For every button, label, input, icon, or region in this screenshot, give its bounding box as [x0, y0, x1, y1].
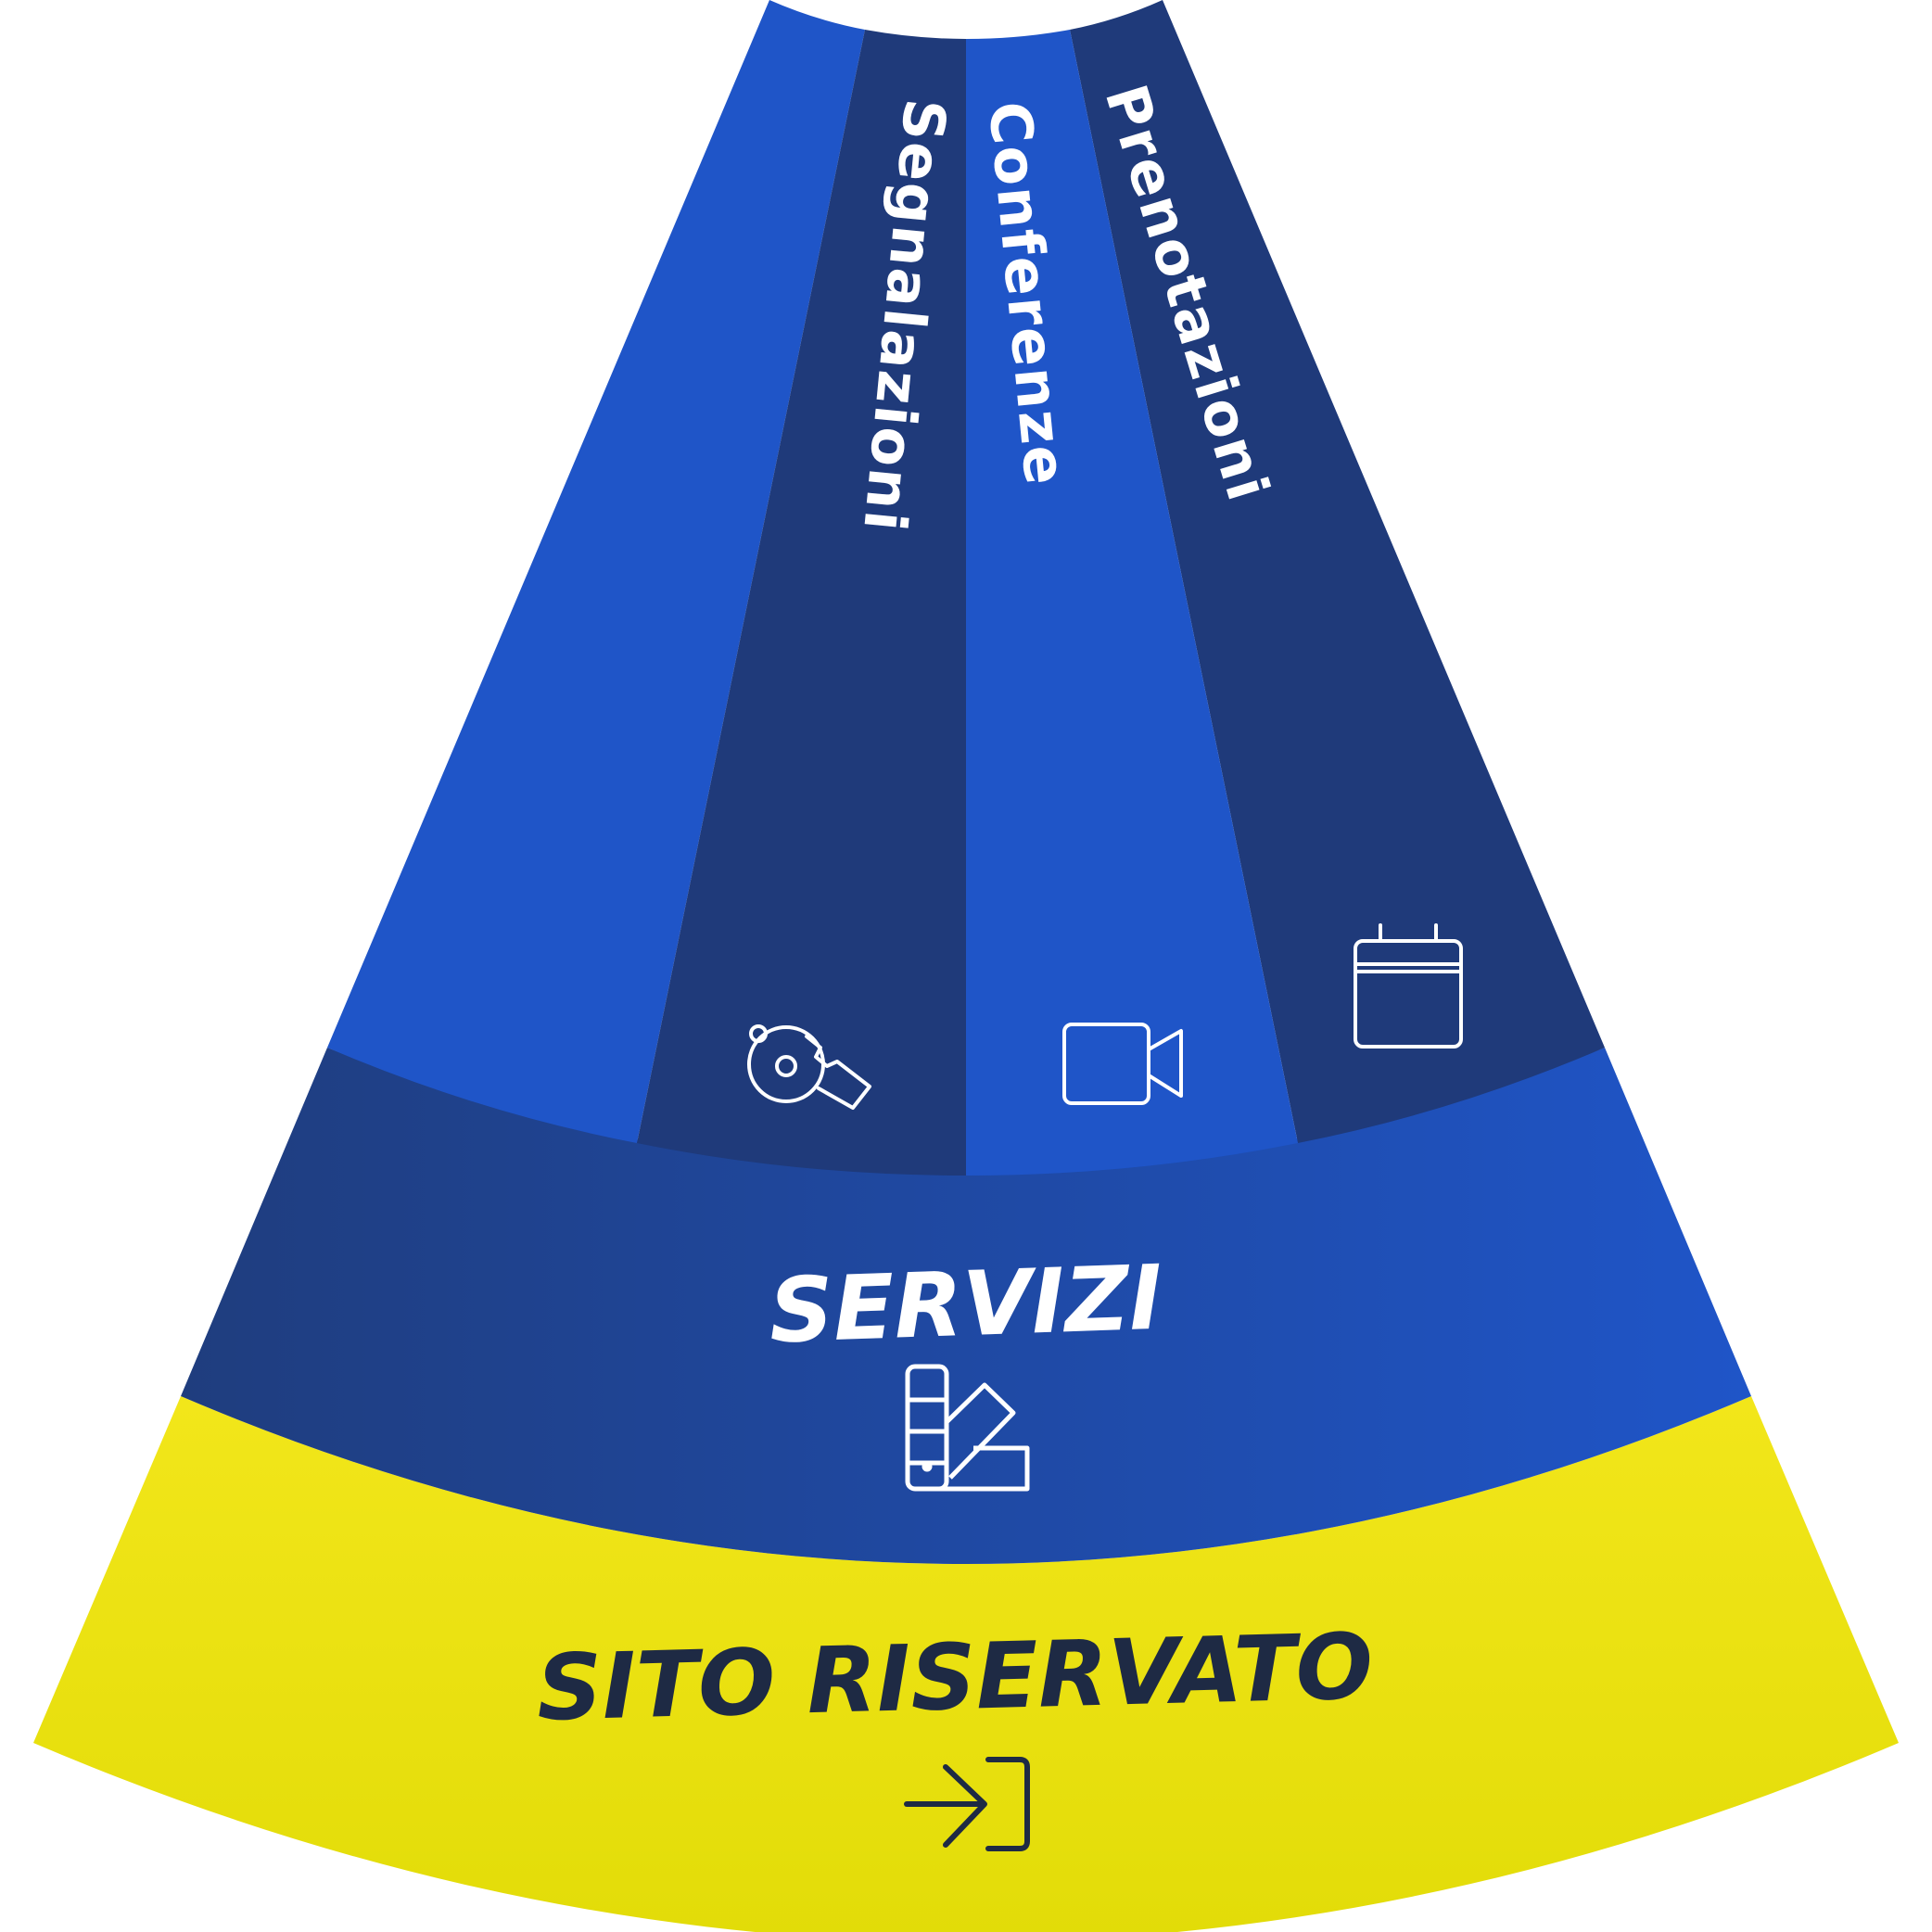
top-band-right-fill [1070, 0, 1605, 1143]
services-label: SERVIZI [768, 1246, 1164, 1364]
login-arrow-icon[interactable] [904, 1757, 1030, 1851]
top-band-left-fill [327, 0, 865, 1143]
calendar-icon [1354, 923, 1463, 1049]
color-swatch-icon [905, 1364, 1030, 1492]
services-sector[interactable] [181, 1048, 1751, 1564]
whistle-icon [747, 1024, 871, 1110]
segnalazioni-sector[interactable] [637, 30, 966, 1176]
reserved-site-label: SITO RISERVATO [536, 1614, 1375, 1742]
conferenze-sector[interactable] [966, 30, 1298, 1176]
reserved-site-sector[interactable] [33, 1396, 1899, 1932]
video-camera-icon [1062, 1023, 1183, 1105]
